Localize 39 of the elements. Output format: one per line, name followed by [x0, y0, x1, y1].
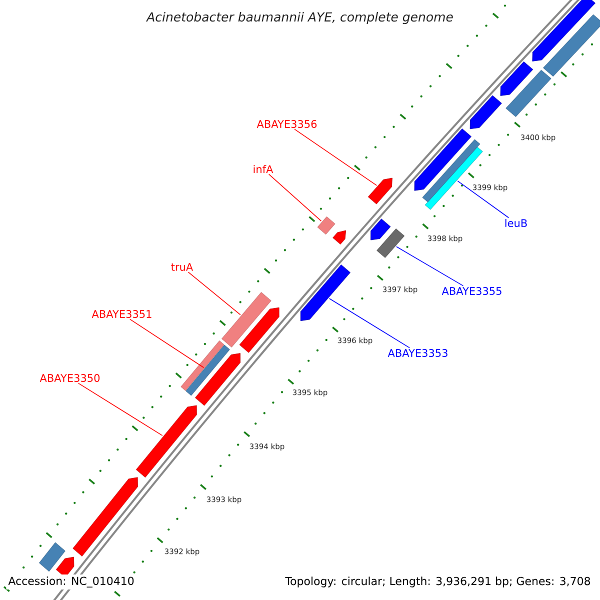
gene-feature	[136, 405, 197, 478]
leader-line	[294, 128, 378, 186]
leader-line	[78, 382, 163, 436]
gene-feature	[222, 292, 272, 348]
gene-feature	[500, 61, 534, 96]
title: Acinetobacter baumannii AYE, complete genome	[146, 12, 453, 24]
gene-label: ABAYE3353	[388, 349, 448, 357]
gene-feature	[376, 228, 405, 258]
gene-feature	[506, 70, 552, 117]
gene-feature	[317, 216, 336, 235]
gene-label: ABAYE3355	[442, 287, 502, 295]
gene-feature	[72, 477, 138, 556]
gene-feature	[368, 178, 392, 204]
gene-feature	[195, 353, 240, 406]
leader-line	[129, 318, 204, 368]
gene-feature	[532, 0, 596, 62]
gene-feature	[186, 344, 230, 396]
gene-label: infA	[254, 165, 274, 173]
gene-label: ABAYE3356	[256, 120, 317, 128]
leader-line	[328, 298, 410, 348]
gene-feature	[370, 218, 391, 240]
gene-label: ABAYE3351	[92, 310, 152, 318]
accession-note: Accession: NC_010410	[6, 574, 136, 590]
gene-feature	[332, 230, 346, 244]
gene-feature	[300, 264, 350, 322]
leader-line	[457, 180, 510, 218]
gene-feature	[39, 542, 66, 572]
gene-feature	[414, 128, 472, 191]
gene-feature	[543, 14, 600, 77]
gene-label: truA	[171, 263, 194, 271]
leader-line	[396, 246, 464, 286]
leader-line	[268, 174, 322, 222]
genome-stats-note: Topology: circular; Length: 3,936,291 bp; Genes: 3,708	[283, 574, 593, 590]
leader-line	[188, 272, 241, 316]
gene-label: leuB	[505, 218, 527, 228]
gene-feature	[180, 340, 224, 391]
gene-label: ABAYE3350	[40, 374, 100, 382]
gene-feature	[239, 307, 280, 353]
gene-feature	[470, 95, 502, 130]
